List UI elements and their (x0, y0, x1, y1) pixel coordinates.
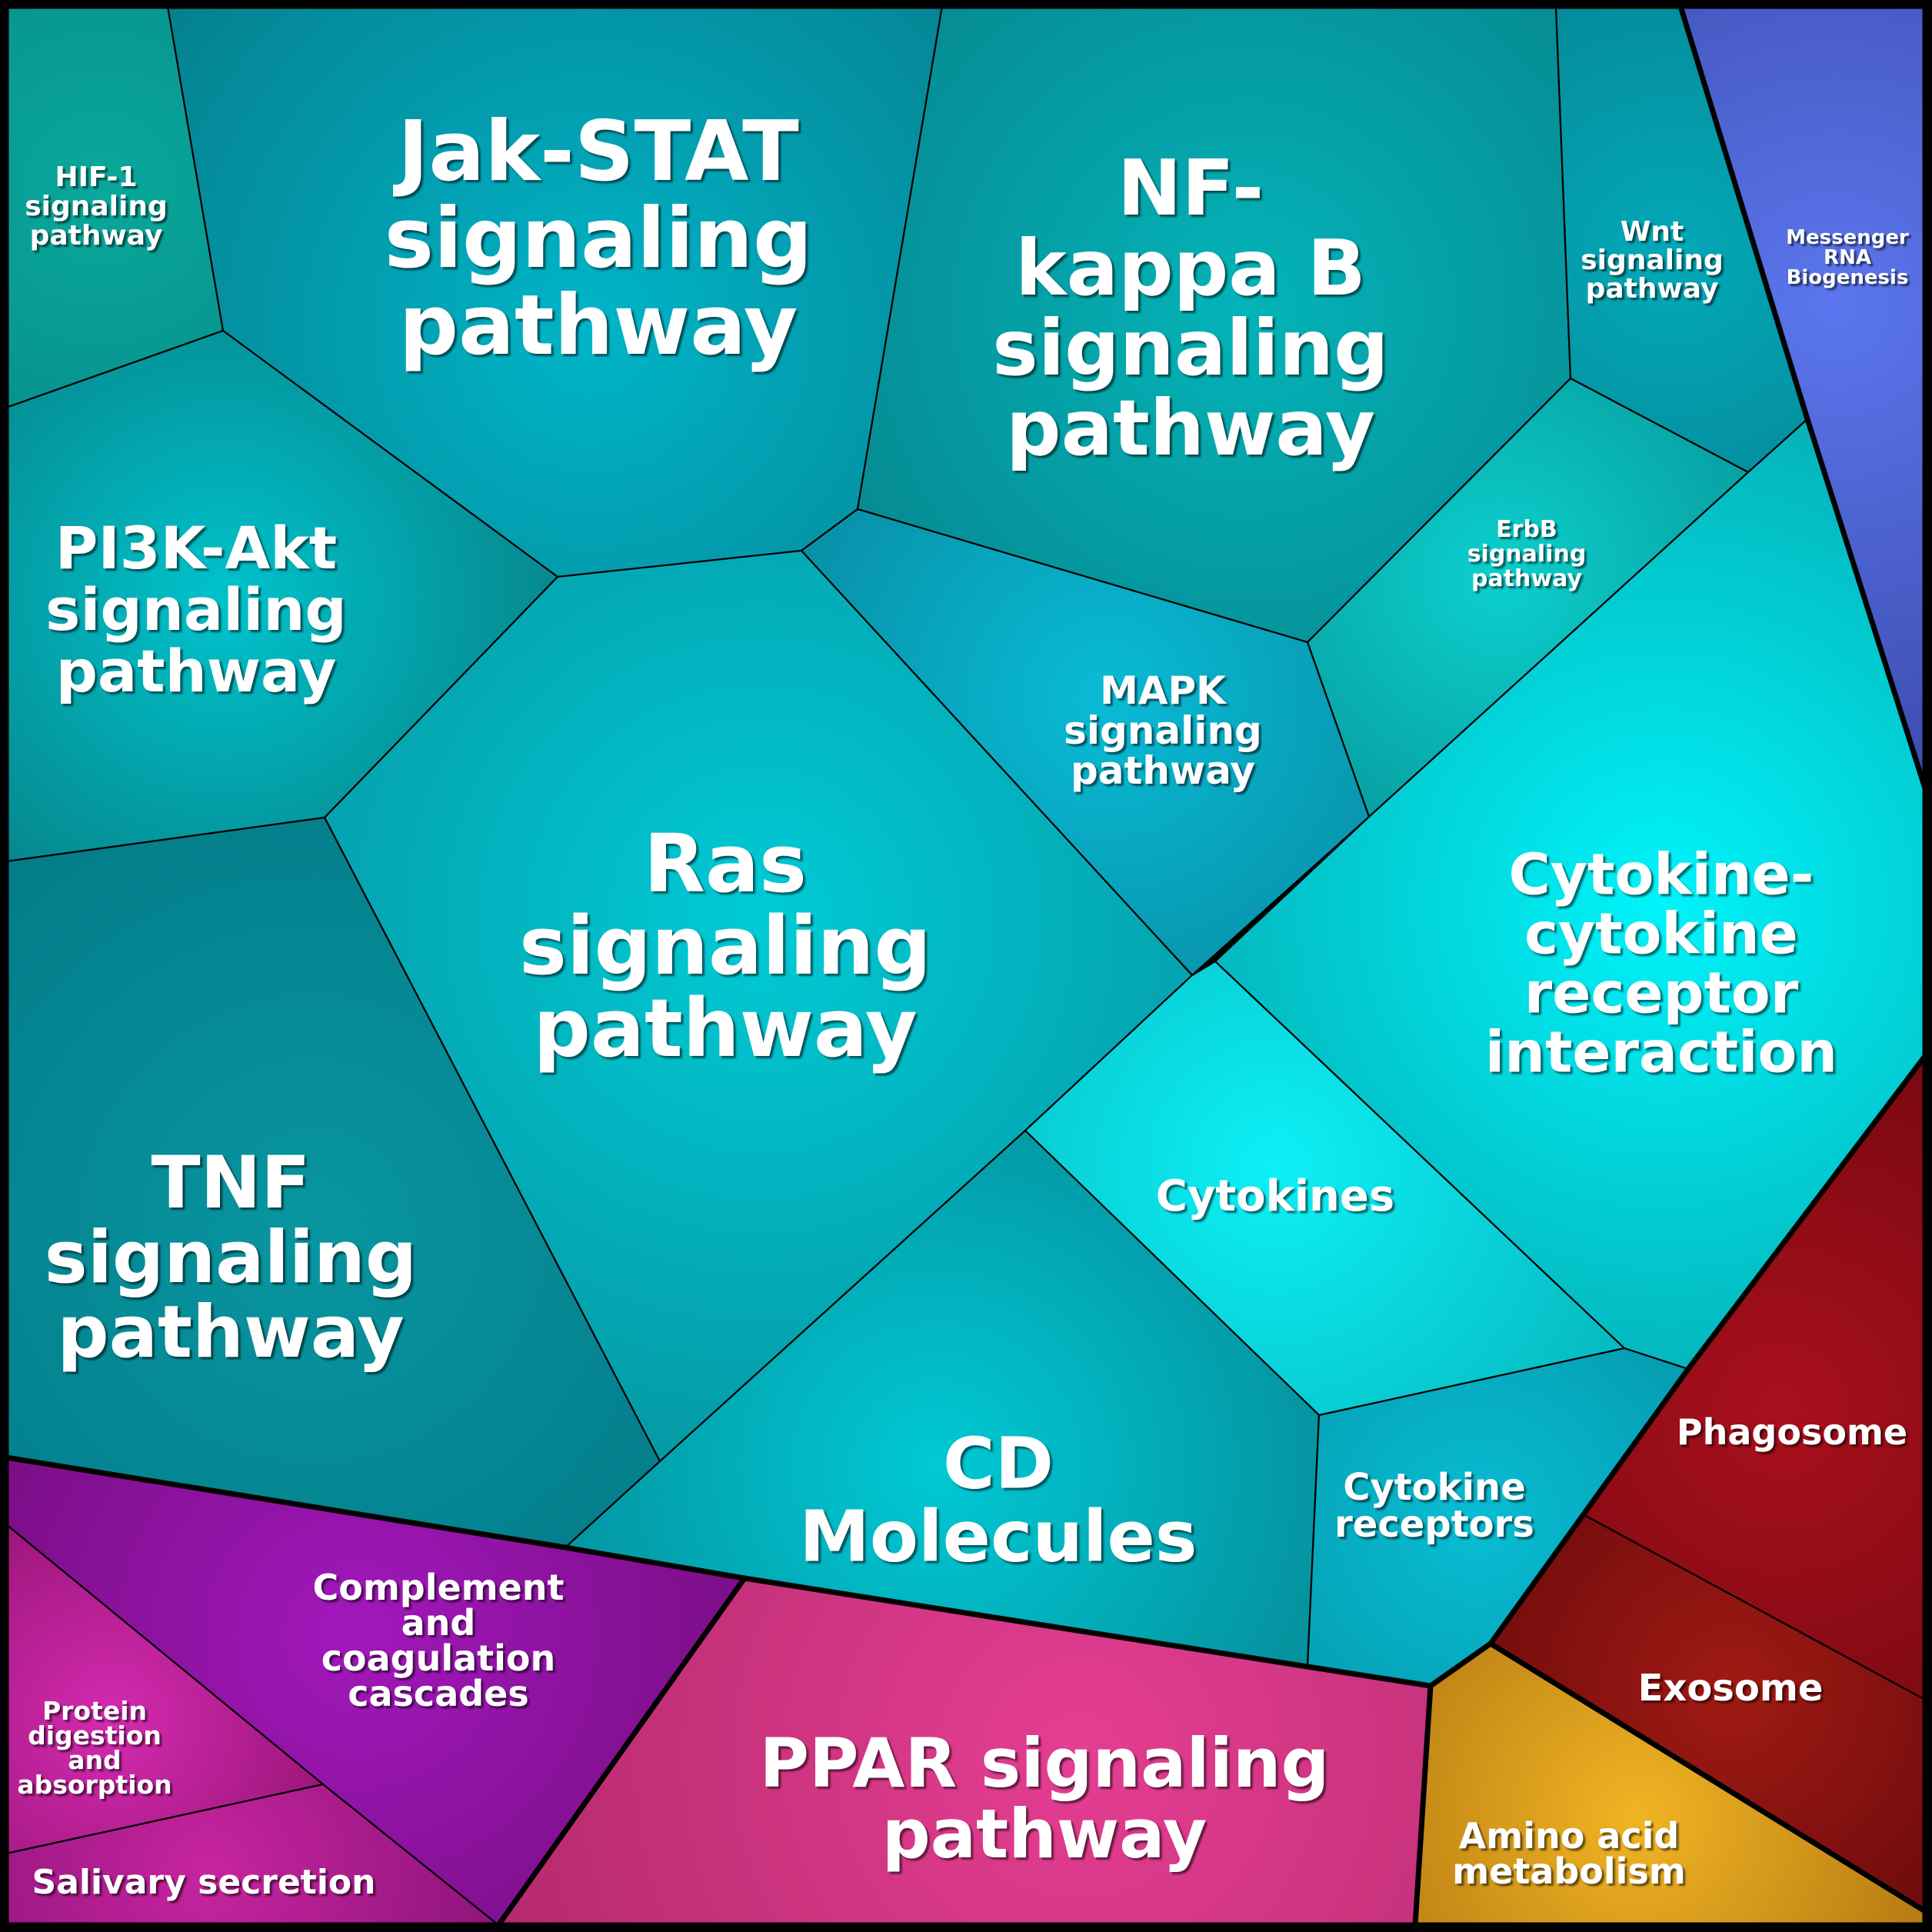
group-border-6 (1677, 5, 1928, 790)
group-border-2 (1428, 1054, 1927, 1688)
group-border-4 (1412, 1685, 1434, 1926)
group-borders (3, 3, 1928, 1928)
cell-label-phagosome: Phagosome (1677, 1411, 1907, 1453)
cell-label-exosome: Exosome (1638, 1667, 1824, 1710)
cells-layer (5, 5, 1927, 1927)
group-border-5 (496, 1576, 747, 1927)
group-border-3 (1489, 1641, 1927, 1914)
cell-label-cytokines: Cytokines (1156, 1171, 1394, 1221)
group-border-0 (3, 3, 1928, 1928)
cell-label-salivary: Salivary secretion (32, 1863, 376, 1902)
